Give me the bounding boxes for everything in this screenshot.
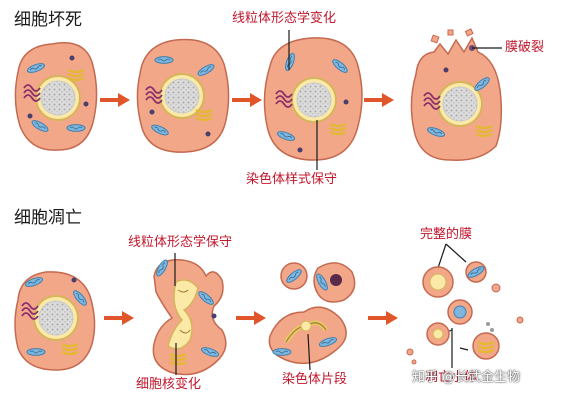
necrosis-cell-2	[136, 38, 230, 153]
necrosis-mito-label: 线粒体形态学变化	[232, 11, 337, 26]
watermark: 知乎 @长武金生物	[412, 370, 521, 385]
arrow-4	[104, 311, 134, 325]
arrow-3	[364, 93, 394, 107]
necrosis-chromatin-label: 染色体样式保守	[246, 172, 338, 187]
necrosis-cell-4	[410, 28, 503, 161]
apoptosis-chromatin-label: 染色体片段	[282, 372, 348, 387]
necrosis-membrane-label: 膜破裂	[505, 40, 545, 55]
apoptosis-cell-1	[14, 271, 96, 371]
necrosis-leaders	[288, 30, 502, 170]
arrow-1	[100, 93, 130, 107]
apoptosis-mito-label: 线粒体形态学保守	[128, 235, 233, 250]
necrosis-cell-1	[14, 42, 98, 151]
apoptosis-nucleus-label: 细胞核变化	[136, 377, 202, 392]
apoptosis-cell-2	[152, 258, 227, 376]
apoptosis-leaders	[174, 243, 469, 375]
apoptosis-cell-4	[406, 261, 524, 365]
necrosis-section-title: 细胞坏死	[14, 10, 82, 30]
arrow-2	[232, 93, 262, 107]
apoptosis-membrane-label: 完整的膜	[420, 227, 473, 242]
arrow-6	[368, 311, 398, 325]
apoptosis-bodies-label: 凋亡小体	[425, 370, 478, 385]
apoptosis-cell-3	[268, 262, 356, 365]
necrosis-cell-3	[263, 37, 363, 161]
arrow-5	[236, 311, 266, 325]
apoptosis-section-title: 细胞凋亡	[14, 208, 82, 228]
